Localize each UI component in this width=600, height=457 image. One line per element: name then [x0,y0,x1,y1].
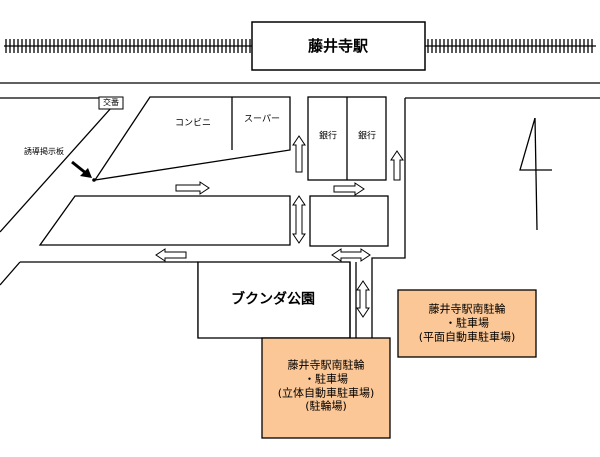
arrow-west [155,248,187,262]
block-small [309,195,389,247]
arrow-east-2 [333,182,365,196]
parking-south-large-box [261,337,391,439]
parking-south-large-line3: (立体自動車駐車場) [277,386,375,399]
arrow-north-2 [390,150,404,181]
parking-south-large-line1: 藤井寺駅南駐輪 [287,358,365,372]
parking-south-large-label: 藤井寺駅南駐輪 ・駐車場 (立体自動車駐車場) (駐輪場) [278,359,375,414]
parking-south-small-line2: ・駐車場 [445,316,489,330]
bank-left-label: 銀行 [318,131,338,142]
station-box [251,21,426,71]
parking-south-large-line4: (駐輪場) [305,399,347,413]
parking-south-large-line2: ・駐車場 [304,372,348,386]
convenience-store-label: コンビニ [174,118,212,129]
railway-track [4,39,596,53]
bank-right-label: 銀行 [357,131,377,142]
sign-pointer-arrow [80,168,92,178]
arrow-updown-2 [356,280,370,318]
park-name: ブクンダ公園 [231,291,315,308]
park-box [197,261,351,339]
parking-south-small-label: 藤井寺駅南駐輪 ・駐車場 (平面自動車駐車場) [419,302,516,343]
parking-south-small-line1: 藤井寺駅南駐輪 [428,302,506,316]
sign-marker [92,178,96,182]
north-arrow-icon [519,117,552,231]
station-name: 藤井寺駅 [307,37,369,55]
koban-box [98,96,124,110]
block-shops [93,96,291,181]
arrow-updown-1 [292,195,306,244]
sign-label: 誘導掲示板 [24,147,64,157]
parking-south-small-box [397,289,537,358]
arrow-east-1 [175,181,210,195]
arrow-north-1 [292,135,306,173]
koban-label: 交番 [103,98,119,108]
supermarket-label: スーパー [244,114,280,125]
arrow-leftright [331,248,371,262]
road-north [0,82,600,338]
parking-south-small-line3: (平面自動車駐車場) [418,329,516,343]
block-southwest [38,195,291,246]
